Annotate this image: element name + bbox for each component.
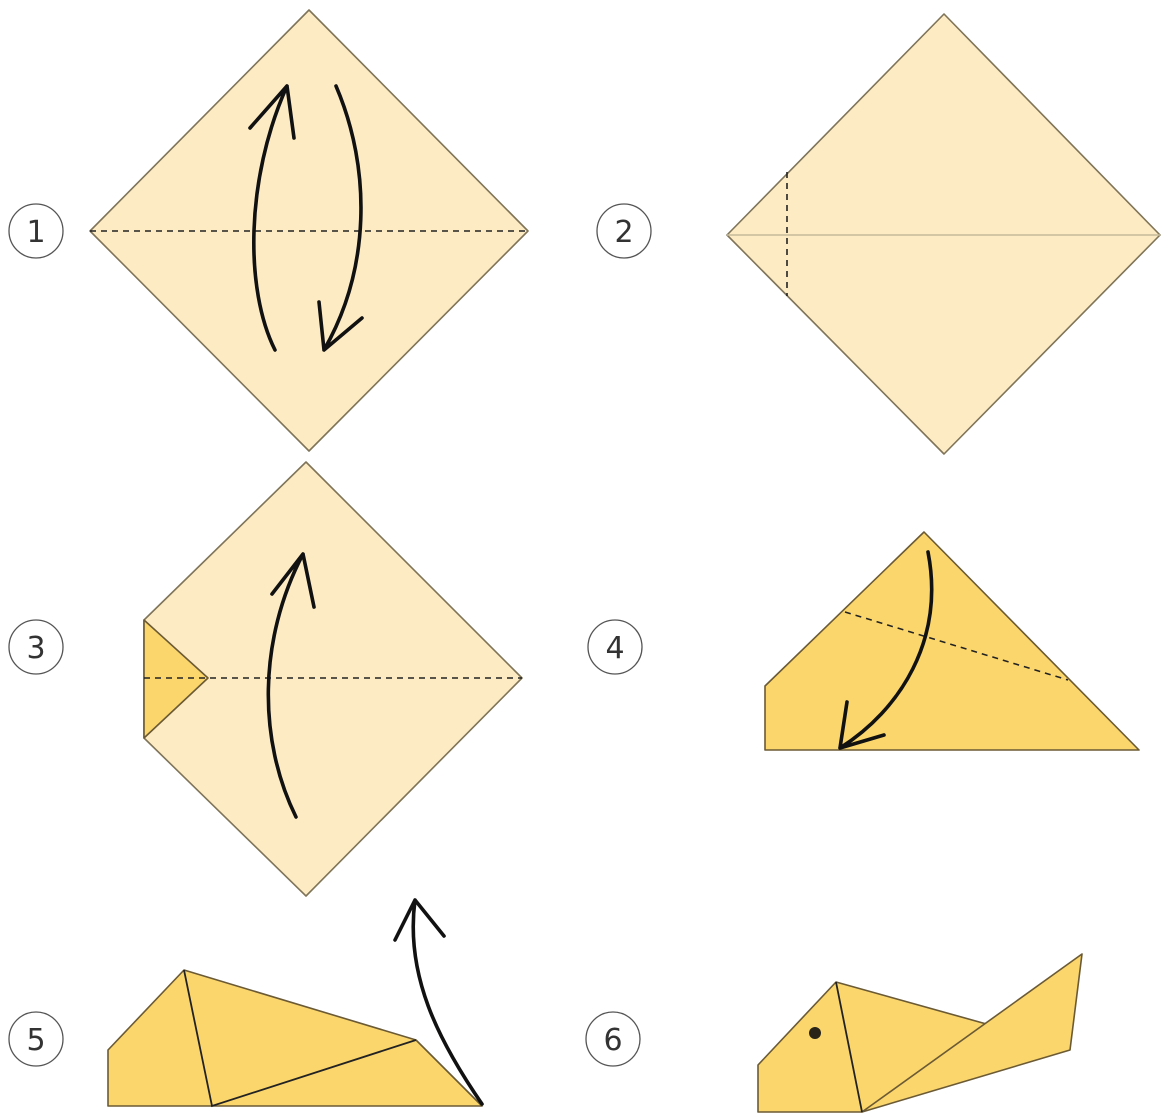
- step-2-label: 2: [596, 203, 652, 259]
- step-5-inner-fold-edges: [183, 969, 417, 1108]
- step-5-label: 5: [8, 1011, 64, 1067]
- step-1-number: 1: [26, 215, 45, 250]
- step-6-label: 6: [585, 1011, 641, 1067]
- step-4-paper-triangle: [764, 531, 1140, 751]
- step-3: 3: [8, 461, 523, 897]
- step-1-down-arrow: [317, 84, 364, 352]
- step-5-up-arrow: [393, 898, 484, 1106]
- step-1-up-arrow: [248, 84, 296, 352]
- step-4-number: 4: [605, 631, 624, 666]
- step-3-label: 3: [8, 619, 64, 675]
- step-3-up-arrow: [266, 552, 316, 819]
- step-6-number: 6: [603, 1023, 622, 1058]
- step-6-fish-tail: [861, 953, 1083, 1113]
- step-3-paper-square: [143, 461, 523, 897]
- step-2-number: 2: [614, 215, 633, 250]
- step-4-label: 4: [587, 619, 643, 675]
- step-1-label: 1: [8, 203, 64, 259]
- step-6-head-fold-edge: [835, 981, 863, 1113]
- step-1: 1: [8, 9, 529, 452]
- step-4-down-arrow: [838, 550, 934, 750]
- step-5-paper-body: [107, 969, 483, 1107]
- step-2: 2: [596, 13, 1161, 455]
- step-5-number: 5: [26, 1023, 45, 1058]
- step-4-fold-line: [844, 611, 1069, 681]
- step-3-folded-corner: [143, 619, 209, 739]
- step-3-number: 3: [26, 631, 45, 666]
- step-1-paper-square: [89, 9, 529, 452]
- step-6-fish-body: [757, 981, 991, 1113]
- step-5: 5: [8, 898, 484, 1108]
- step-6: 6: [585, 953, 1083, 1113]
- step-6-fish-eye: [809, 1027, 821, 1039]
- step-4: 4: [587, 531, 1140, 751]
- step-2-paper-square: [726, 13, 1161, 455]
